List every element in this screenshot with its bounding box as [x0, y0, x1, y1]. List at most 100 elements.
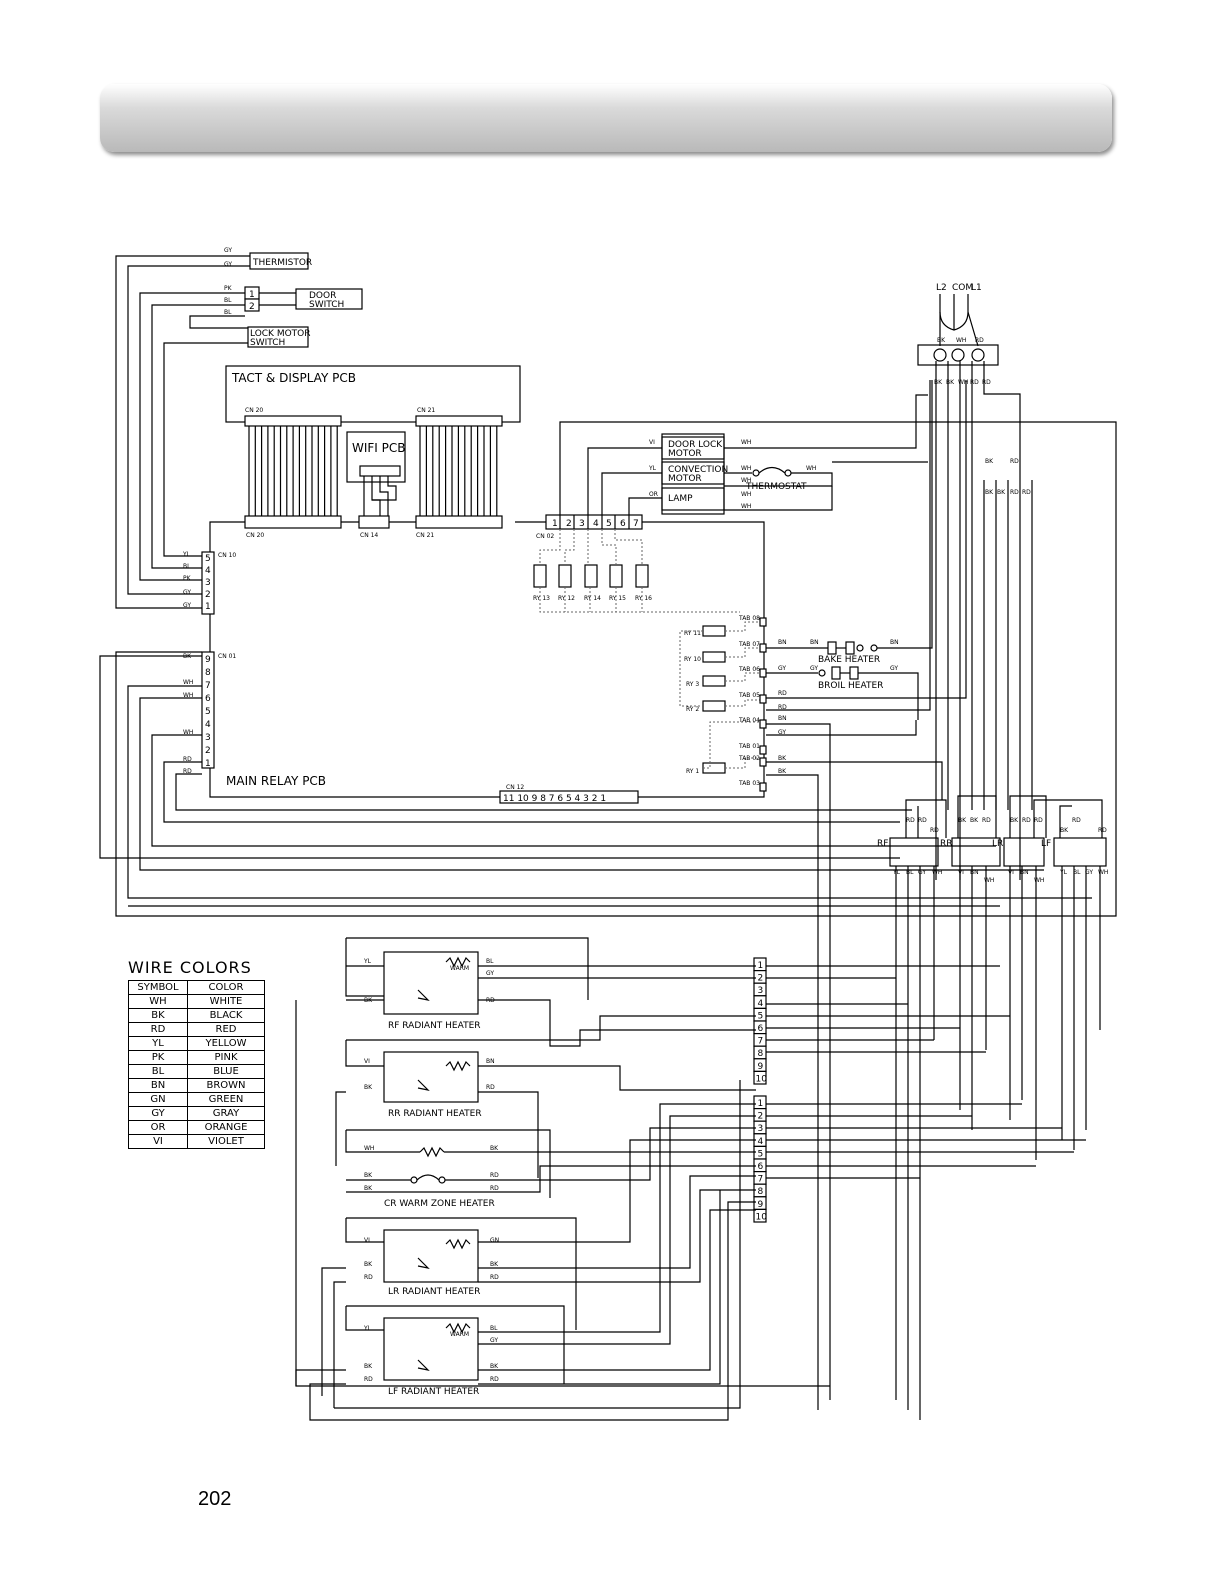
- connector-cn02: 1 2 3 4 5 6 7 CN 02: [536, 514, 643, 540]
- svg-text:BL: BL: [183, 563, 191, 570]
- svg-text:CN 21: CN 21: [416, 532, 434, 539]
- svg-text:SWITCH: SWITCH: [309, 300, 344, 310]
- svg-text:WH: WH: [183, 729, 193, 736]
- terminal-number: 4: [758, 999, 764, 1009]
- svg-text:CN 02: CN 02: [536, 533, 554, 540]
- svg-text:RY 11: RY 11: [684, 630, 701, 637]
- svg-text:6: 6: [620, 519, 626, 529]
- svg-text:3: 3: [205, 733, 211, 743]
- main-relay-pcb: MAIN RELAY PCB CN 20 CN 14 CN 21 1 2 3 4…: [182, 514, 767, 804]
- svg-text:BK: BK: [937, 337, 946, 344]
- svg-text:RD: RD: [970, 379, 979, 386]
- svg-text:RD: RD: [1034, 817, 1043, 824]
- svg-text:RY 15: RY 15: [609, 595, 626, 602]
- svg-text:WH: WH: [984, 877, 994, 884]
- lf-radiant-heater: WARM LF RADIANT HEATER YL BL GY BK RD BK…: [295, 1000, 830, 1421]
- terminal-number: 7: [758, 1175, 764, 1185]
- terminal-number: 2: [758, 1112, 764, 1122]
- svg-text:RD: RD: [490, 1172, 499, 1179]
- svg-text:BK: BK: [490, 1363, 499, 1370]
- svg-text:BK: BK: [490, 1261, 499, 1268]
- svg-text:DOOR LOCK: DOOR LOCK: [668, 440, 723, 450]
- terminal-number: 7: [758, 1037, 764, 1047]
- svg-text:BN: BN: [810, 639, 819, 646]
- svg-text:5: 5: [606, 519, 612, 529]
- svg-text:WH: WH: [932, 869, 942, 876]
- color-header: COLOR: [187, 980, 265, 995]
- svg-text:RY 13: RY 13: [533, 595, 550, 602]
- section-header-bar: [100, 84, 1112, 152]
- table-header-row: SYMBOL COLOR: [128, 980, 265, 995]
- svg-text:WH: WH: [741, 503, 751, 510]
- wire-color-cell: RED: [187, 1022, 265, 1037]
- svg-text:RD: RD: [1022, 489, 1031, 496]
- wire-symbol-cell: GN: [128, 1092, 188, 1107]
- svg-text:BK: BK: [778, 768, 787, 775]
- door-switch: 1 2 DOOR SWITCH PK BL BL: [139, 285, 363, 581]
- wire-symbol-cell: PK: [128, 1050, 188, 1065]
- svg-text:BK: BK: [364, 1363, 373, 1370]
- svg-text:TAB 08: TAB 08: [738, 615, 760, 622]
- svg-text:BN: BN: [970, 869, 979, 876]
- cr-warm-zone-heater: CR WARM ZONE HEATER WH BK BK BK RD RD: [345, 1127, 756, 1209]
- svg-text:7: 7: [205, 681, 211, 691]
- terminal-number: 6: [758, 1162, 764, 1172]
- svg-text:L1: L1: [971, 283, 982, 293]
- svg-text:BK: BK: [364, 1185, 373, 1192]
- wire-symbol-cell: BK: [128, 1008, 188, 1023]
- svg-text:WH: WH: [806, 465, 816, 472]
- svg-text:RY 1: RY 1: [686, 768, 699, 775]
- svg-text:LAMP: LAMP: [668, 494, 693, 504]
- svg-text:DOOR: DOOR: [309, 291, 336, 301]
- wire-symbol-cell: BN: [128, 1078, 188, 1093]
- svg-text:2: 2: [205, 746, 211, 756]
- svg-text:GY: GY: [183, 589, 191, 596]
- svg-text:BK: BK: [1060, 827, 1069, 834]
- svg-text:3: 3: [579, 519, 585, 529]
- terminal-number: 10: [756, 1074, 768, 1084]
- svg-text:BL: BL: [224, 309, 232, 316]
- svg-text:PK: PK: [183, 575, 192, 582]
- svg-text:YL: YL: [363, 1325, 372, 1332]
- svg-text:RD: RD: [906, 817, 915, 824]
- terminal-number: 2: [758, 974, 764, 984]
- page-number: 202: [198, 1488, 232, 1510]
- svg-text:VI: VI: [1008, 869, 1014, 876]
- svg-text:BN: BN: [486, 1058, 495, 1065]
- svg-text:BK: BK: [985, 458, 994, 465]
- svg-text:COM: COM: [952, 283, 973, 293]
- svg-text:WH: WH: [1098, 869, 1108, 876]
- svg-text:RD: RD: [490, 1376, 499, 1383]
- svg-text:WH: WH: [958, 379, 968, 386]
- svg-text:GY: GY: [778, 729, 786, 736]
- bake-broil-heaters: BN BN BN BAKE HEATER GY GY GY BROIL HEAT…: [766, 380, 967, 1410]
- svg-text:WARM: WARM: [450, 1331, 469, 1338]
- svg-text:BAKE HEATER: BAKE HEATER: [818, 655, 880, 665]
- wire-symbol-cell: GY: [128, 1106, 188, 1121]
- svg-text:WARM: WARM: [450, 965, 469, 972]
- svg-text:MOTOR: MOTOR: [668, 474, 702, 484]
- svg-text:YL: YL: [1059, 869, 1068, 876]
- svg-text:TAB 06: TAB 06: [738, 666, 760, 673]
- wire-symbol-cell: WH: [128, 994, 188, 1009]
- svg-text:LR: LR: [992, 839, 1003, 849]
- svg-text:MAIN RELAY PCB: MAIN RELAY PCB: [226, 774, 326, 788]
- svg-text:THERMOSTAT: THERMOSTAT: [745, 482, 807, 492]
- svg-text:RY 10: RY 10: [684, 656, 701, 663]
- svg-text:CR WARM ZONE HEATER: CR WARM ZONE HEATER: [384, 1199, 495, 1209]
- wire-color-cell: GREEN: [187, 1092, 265, 1107]
- terminal-number: 9: [758, 1062, 764, 1072]
- terminal-number: 8: [758, 1049, 764, 1059]
- svg-text:BK: BK: [985, 489, 994, 496]
- svg-text:RY 16: RY 16: [635, 595, 652, 602]
- svg-text:RR: RR: [940, 839, 953, 849]
- svg-text:GY: GY: [778, 665, 786, 672]
- svg-text:RD: RD: [975, 337, 984, 344]
